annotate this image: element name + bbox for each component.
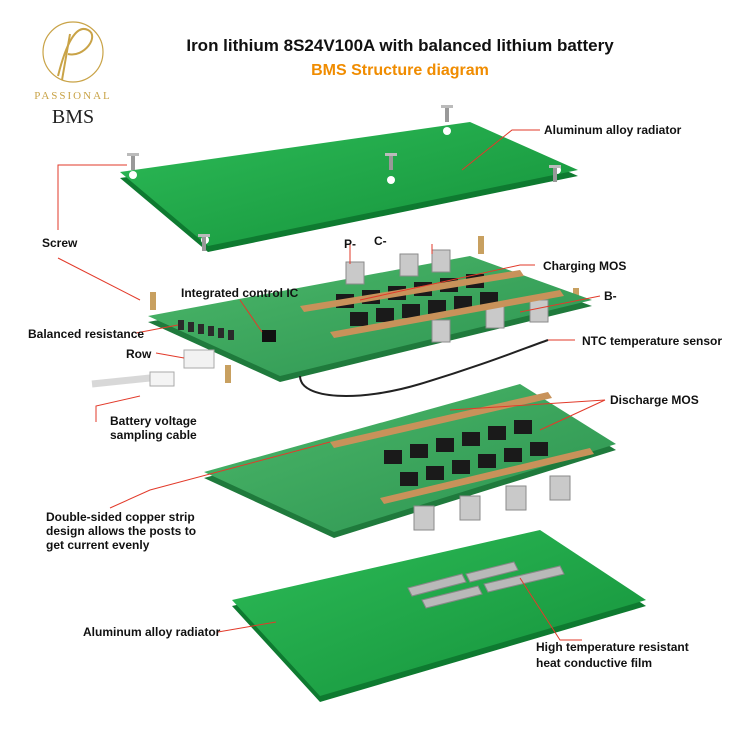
- screws-top: [127, 105, 561, 251]
- pcb-bottom-board: [204, 384, 616, 538]
- label-ntc-sensor: NTC temperature sensor: [582, 334, 723, 348]
- label-film-line1: High temperature resistant: [536, 640, 689, 654]
- label-aluminum-bottom: Aluminum alloy radiator: [83, 625, 221, 639]
- label-b-minus: B-: [604, 289, 617, 303]
- label-balanced-resistance: Balanced resistance: [28, 327, 145, 341]
- label-integrated-ic: Integrated control IC: [181, 286, 299, 300]
- pcb-top-board: [148, 249, 592, 382]
- logo-brand-text: PASSIONAL: [34, 90, 112, 102]
- label-battery-cable-line1: Battery voltage: [110, 414, 197, 428]
- label-screw: Screw: [42, 236, 78, 250]
- label-charging-mos: Charging MOS: [543, 259, 627, 273]
- leader-lines: [57, 129, 606, 641]
- top-radiator-plate: [120, 122, 578, 252]
- label-row: Row: [126, 347, 152, 361]
- label-discharge-mos: Discharge MOS: [610, 393, 699, 407]
- label-film-line2: heat conductive film: [536, 656, 653, 670]
- label-aluminum-top: Aluminum alloy radiator: [544, 123, 682, 137]
- battery-sampling-cable: [91, 371, 175, 388]
- bottom-radiator-plate: [232, 530, 646, 702]
- label-copper-line3: get current evenly: [46, 538, 150, 552]
- brand-logo: PASSIONAL BMS: [18, 14, 128, 128]
- ntc-cable: [299, 339, 549, 397]
- label-copper-line2: design allows the posts to: [46, 524, 197, 538]
- label-copper-line1: Double-sided copper strip: [46, 510, 195, 524]
- label-p-minus: P-: [344, 237, 356, 251]
- logo-product-text: BMS: [51, 106, 95, 128]
- page-subtitle: BMS Structure diagram: [311, 62, 489, 79]
- label-battery-cable-line2: sampling cable: [110, 428, 197, 442]
- label-c-minus: C-: [374, 234, 387, 248]
- page-title: Iron lithium 8S24V100A with balanced lit…: [186, 36, 614, 55]
- logo-emblem-icon: [42, 21, 104, 83]
